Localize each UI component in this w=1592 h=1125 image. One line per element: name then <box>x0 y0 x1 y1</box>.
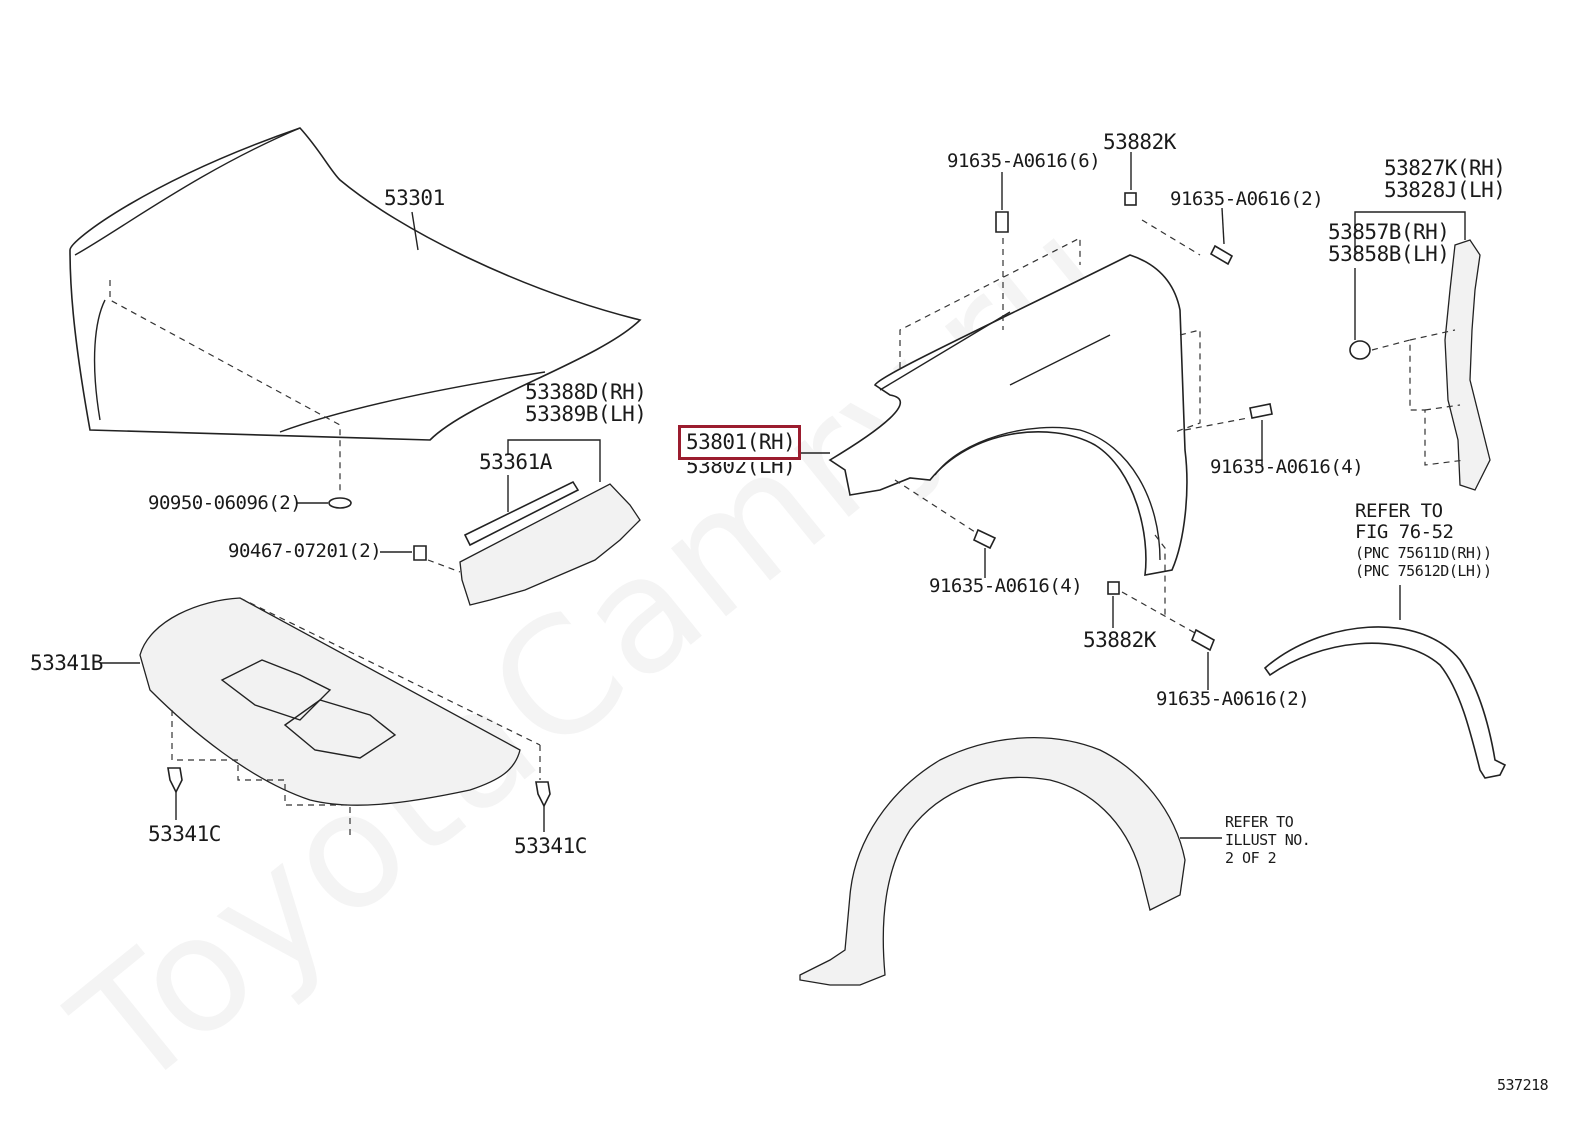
label-nut-bottom: 53882K <box>1083 628 1156 652</box>
refer-illust-line2: ILLUST NO. <box>1225 831 1311 849</box>
nut-bottom-part[interactable] <box>1107 581 1120 595</box>
seal-clip-part[interactable] <box>1349 340 1371 360</box>
label-under-cover: 53341B <box>30 651 103 675</box>
diagram-id: 537218 <box>1497 1076 1549 1094</box>
clip-right-part[interactable] <box>535 781 551 808</box>
label-hood: 53301 <box>384 186 445 210</box>
label-clip-right: 53341C <box>514 834 587 858</box>
label-bolt-bottom4: 91635-A0616(4) <box>929 575 1083 597</box>
label-push-clip: 90467-07201(2) <box>228 540 382 562</box>
refer-fig-line1: REFER TO <box>1355 500 1443 522</box>
bolt-top-part[interactable] <box>995 211 1009 233</box>
label-hood-grommet: 90950-06096(2) <box>148 492 302 514</box>
refer-fig-line2: FIG 76-52 <box>1355 521 1454 543</box>
label-bolt-top2: 91635-A0616(2) <box>1170 188 1324 210</box>
push-clip-part[interactable] <box>413 545 427 561</box>
nut-top-part[interactable] <box>1124 192 1137 206</box>
label-seal2-lh: 53858B(LH) <box>1328 242 1450 266</box>
refer-illust-line3: 2 OF 2 <box>1225 849 1277 867</box>
label-seal-rh: 53388D(RH) <box>525 380 647 404</box>
bolt-bottom-part[interactable] <box>972 528 997 550</box>
fender-liner-part[interactable] <box>1444 239 1491 491</box>
highlight-box <box>678 425 801 460</box>
bolt-top2-part[interactable] <box>1209 244 1234 266</box>
label-bolt-top6: 91635-A0616(6) <box>947 150 1101 172</box>
hood-grommet-part[interactable] <box>328 497 352 509</box>
bolt-right-part[interactable] <box>1249 403 1273 419</box>
front-fender-part[interactable] <box>828 254 1188 576</box>
refer-fig-line4: (PNC 75612D(LH)) <box>1355 562 1492 580</box>
bolt-bottom2-part[interactable] <box>1190 628 1216 652</box>
label-liner-lh: 53828J(LH) <box>1384 178 1506 202</box>
parts-diagram <box>69 127 1507 986</box>
fender-flare-part[interactable] <box>1263 626 1507 779</box>
label-nut-top: 53882K <box>1103 130 1176 154</box>
label-seal2-rh: 53857B(RH) <box>1328 220 1450 244</box>
label-bolt-right4: 91635-A0616(4) <box>1210 456 1364 478</box>
refer-fig-line3: (PNC 75611D(RH)) <box>1355 544 1492 562</box>
label-fender-lh: 53802(LH) <box>686 454 796 478</box>
label-seal-main: 53361A <box>479 450 552 474</box>
label-seal-lh: 53389B(LH) <box>525 402 647 426</box>
inner-fender-liner-part[interactable] <box>799 737 1186 986</box>
label-liner-rh: 53827K(RH) <box>1384 156 1506 180</box>
label-fender-rh[interactable]: 53801(RH) <box>686 430 796 454</box>
hood-seal-part[interactable] <box>459 480 641 606</box>
hood-under-cover-part[interactable] <box>139 597 521 806</box>
clip-left-part[interactable] <box>167 767 183 794</box>
label-clip-left: 53341C <box>148 822 221 846</box>
label-bolt-bottom2: 91635-A0616(2) <box>1156 688 1310 710</box>
hood-part[interactable] <box>69 127 642 441</box>
refer-illust-line1: REFER TO <box>1225 813 1294 831</box>
